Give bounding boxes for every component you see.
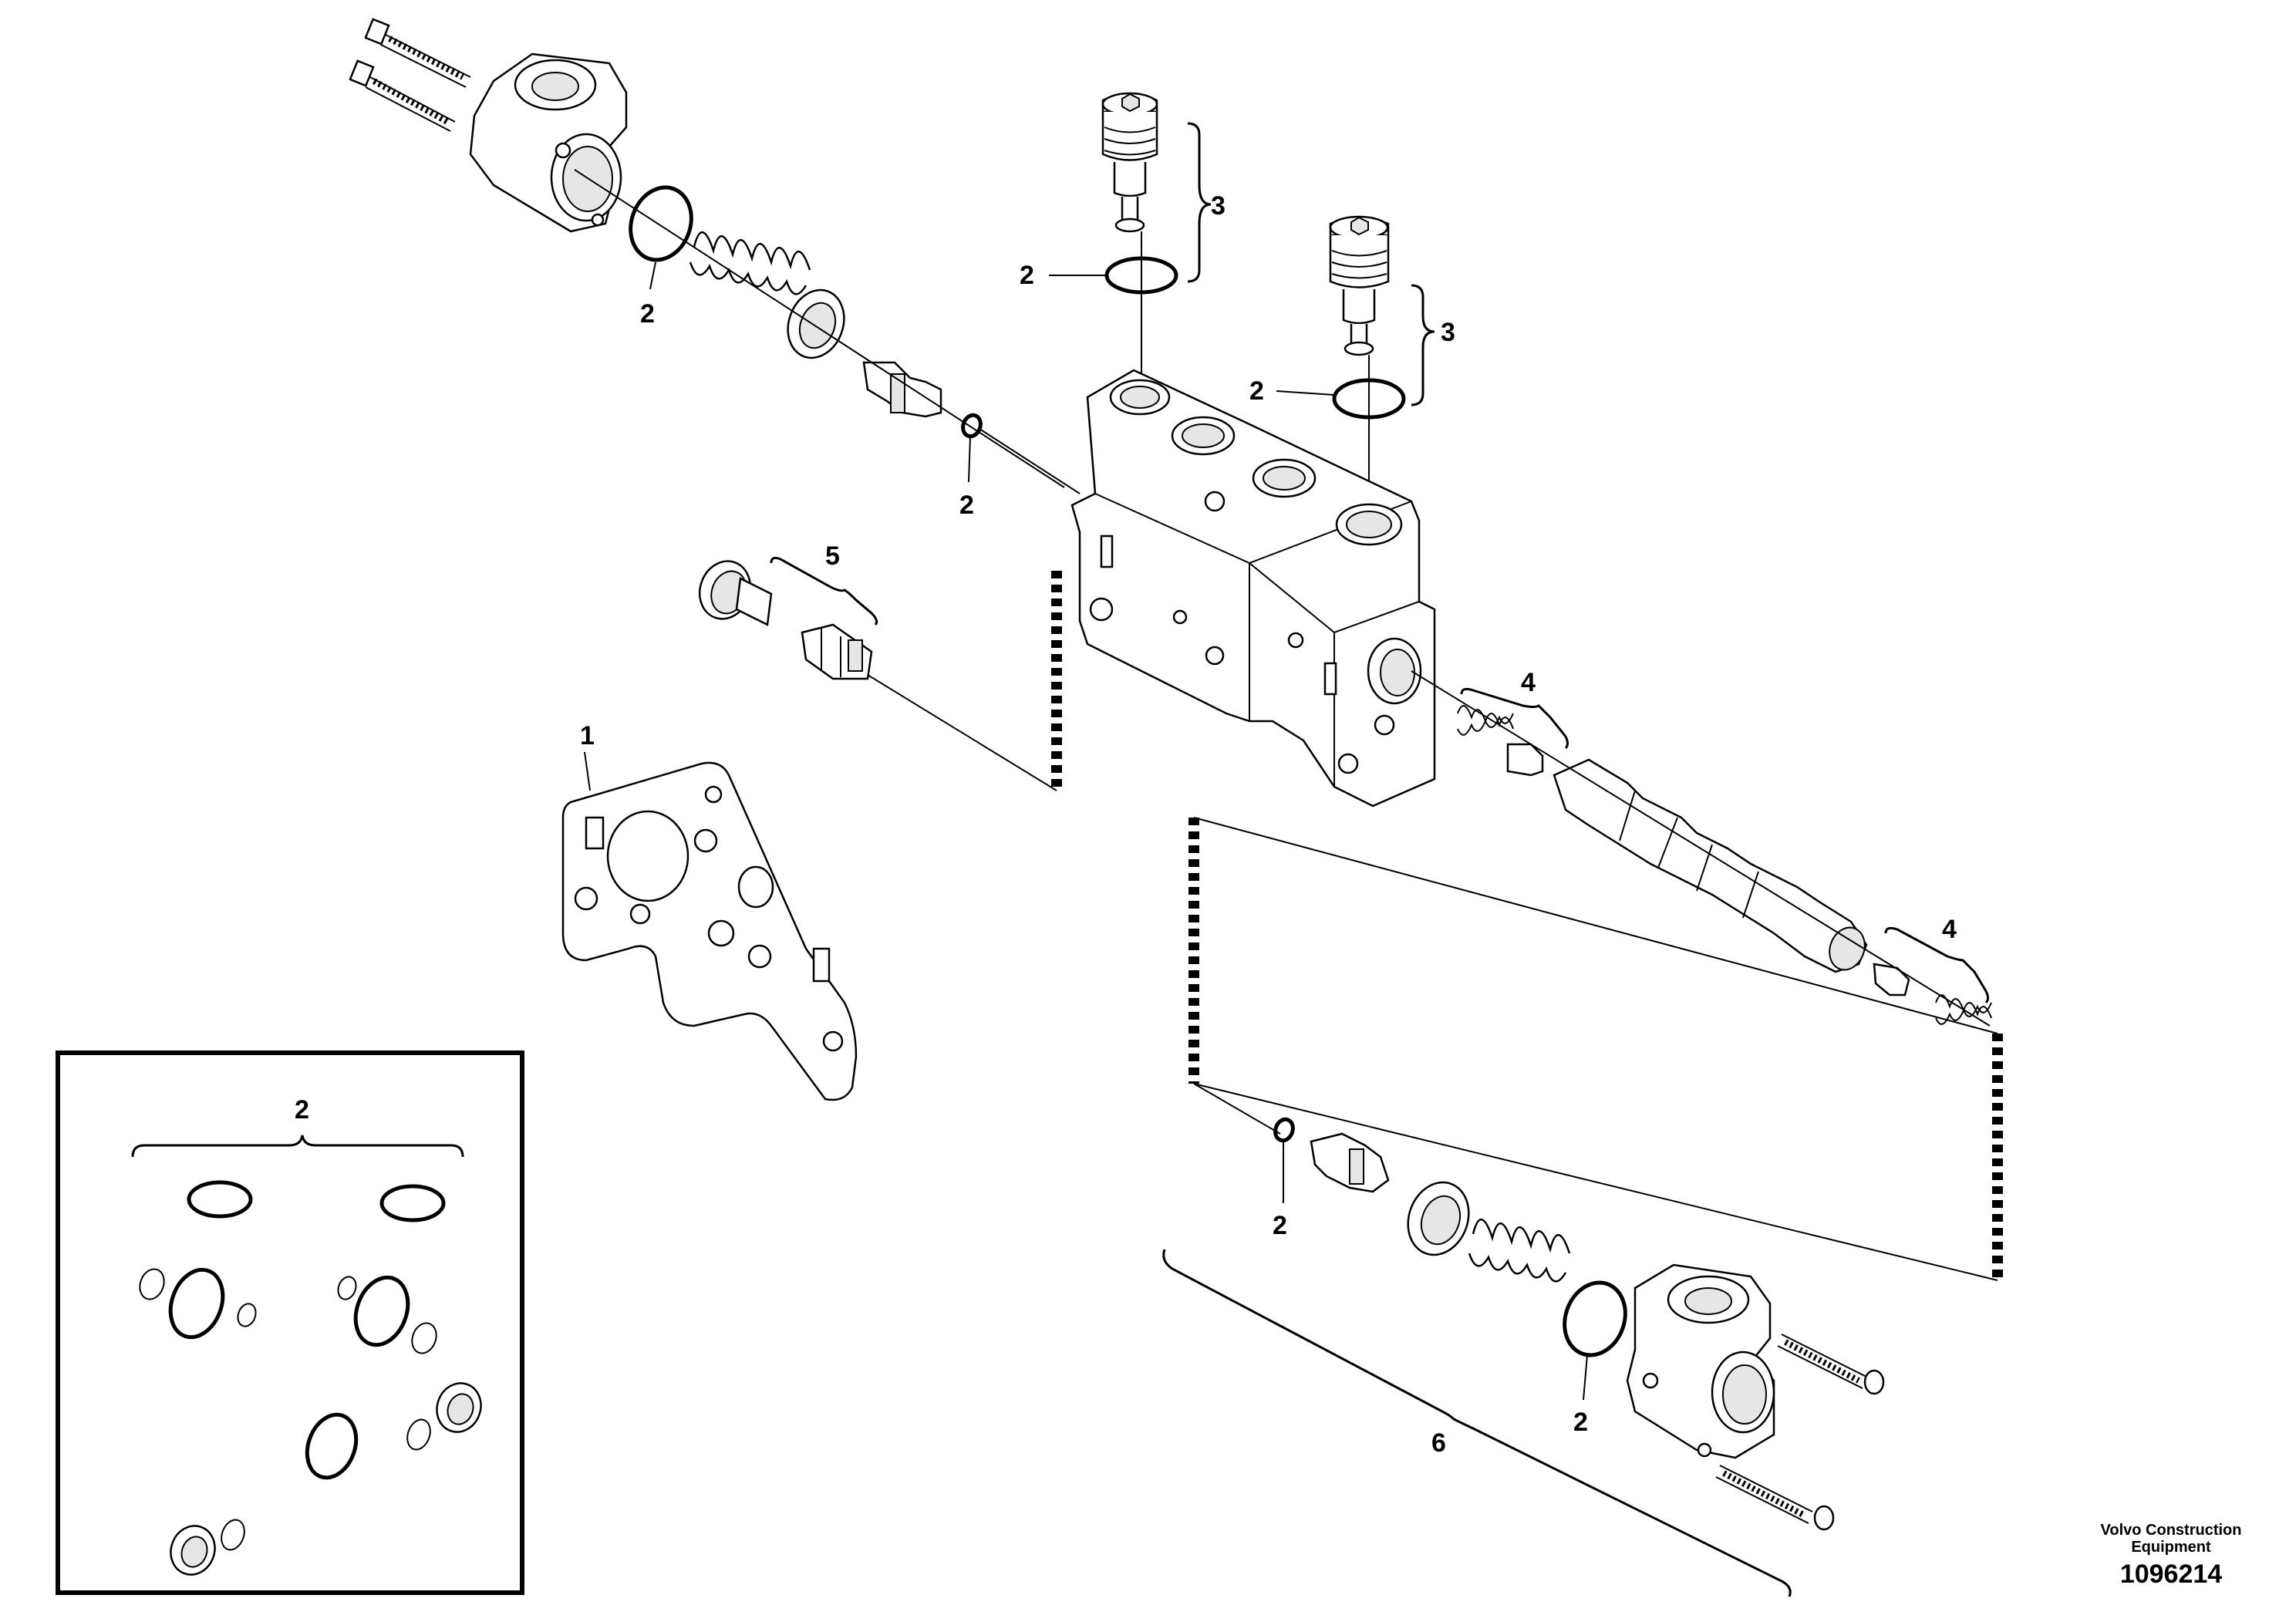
valve-body xyxy=(1070,369,1436,808)
bracket-3-right xyxy=(1411,284,1435,406)
lower-right-cover-assembly xyxy=(1193,1083,1885,1531)
bracket-6 xyxy=(1162,1249,1792,1597)
bracket-4-lower xyxy=(1884,926,1989,1004)
callout-2-small-ring: 2 xyxy=(959,491,974,520)
bolt-lower-2 xyxy=(1715,1465,1835,1531)
relief-valve-right xyxy=(1329,215,1390,356)
poppet-part-5 xyxy=(801,623,873,680)
callout-2-upper-left: 2 xyxy=(640,299,655,329)
callout-5: 5 xyxy=(825,541,840,571)
o-ring-small-lower xyxy=(1273,1117,1295,1143)
bracket-3-left xyxy=(1187,122,1212,283)
callout-3-right: 3 xyxy=(1441,318,1455,347)
o-ring-upper-left xyxy=(629,185,693,262)
callout-2-lower-small-ring: 2 xyxy=(1273,1211,1287,1240)
o-ring-lower-right xyxy=(1563,1280,1627,1357)
callout-2-relief-right: 2 xyxy=(1249,376,1264,406)
inset-bracket xyxy=(131,1135,464,1158)
callout-4-lower: 4 xyxy=(1942,915,1957,944)
callout-6: 6 xyxy=(1431,1428,1446,1458)
callout-2-lower-right: 2 xyxy=(1573,1408,1588,1437)
callout-4-upper: 4 xyxy=(1521,668,1536,697)
gasket-plate-part-1 xyxy=(561,761,858,1101)
bracket-4-upper xyxy=(1460,687,1569,750)
document-number: 1096214 xyxy=(2120,1560,2222,1589)
watermark-line-2: Equipment xyxy=(2131,1539,2211,1556)
spring-lower-right xyxy=(1468,1218,1571,1283)
spring-seat-upper-left xyxy=(787,288,845,359)
upper-left-cover xyxy=(469,52,628,233)
bracket-5 xyxy=(770,556,878,626)
poppet-lower-right xyxy=(1310,1132,1390,1193)
spring-part-4-upper xyxy=(1457,705,1514,736)
lower-right-cover xyxy=(1626,1263,1775,1459)
section-line-left xyxy=(867,571,1062,791)
relief-valve-left xyxy=(1101,92,1158,233)
callouts: 1 2 2 2 2 2 2 3 3 4 4 5 6 xyxy=(580,191,1957,1458)
leader-lines xyxy=(584,261,1588,1401)
poppet-upper-left xyxy=(862,361,942,418)
section-line-right xyxy=(1188,817,2003,1281)
seal-kit-inset: 2 xyxy=(56,1050,524,1595)
bolt-lower-1 xyxy=(1777,1334,1885,1395)
callout-2-relief-left: 2 xyxy=(1020,261,1034,290)
upper-left-cover-assembly xyxy=(349,18,1065,488)
watermark: Volvo Construction Equipment 1096214 xyxy=(2101,1522,2242,1589)
bolt-upper-2 xyxy=(349,59,456,132)
bolt-upper-1 xyxy=(364,18,471,88)
spring-retainer-part-4-lower xyxy=(1873,963,1910,996)
inset-callout-2: 2 xyxy=(295,1095,309,1125)
watermark-line-1: Volvo Construction xyxy=(2101,1522,2242,1539)
plug-part-5 xyxy=(698,560,773,626)
spool-assembly xyxy=(1411,670,1992,1027)
o-ring-small-upper xyxy=(961,413,983,439)
callout-1: 1 xyxy=(580,721,595,750)
spool xyxy=(1553,758,1868,973)
spring-upper-left xyxy=(689,231,811,295)
callout-3-left: 3 xyxy=(1211,191,1226,221)
spring-seat-lower-right xyxy=(1407,1181,1470,1256)
